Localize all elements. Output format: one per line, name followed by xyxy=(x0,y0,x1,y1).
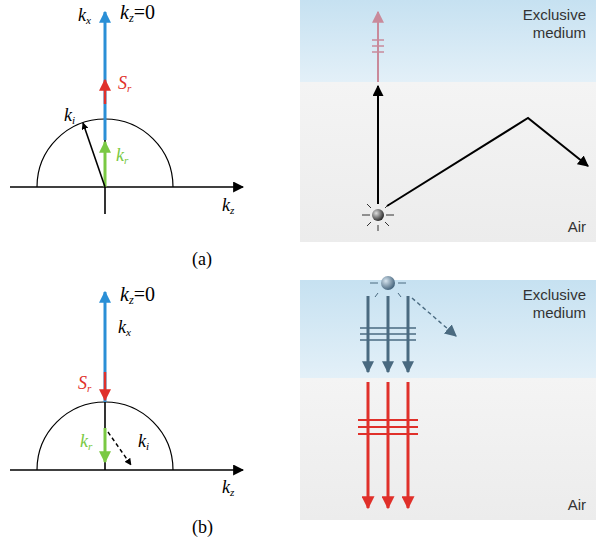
region-label: Air xyxy=(568,218,586,236)
poynting-arrow xyxy=(104,80,107,104)
panel-label: (a) xyxy=(192,250,212,268)
panel-label: (b) xyxy=(192,518,213,536)
medium-band: Exclusive medium xyxy=(300,0,596,82)
wave-bars xyxy=(358,420,418,434)
air-ground xyxy=(300,82,596,242)
poynting-arrow xyxy=(104,372,107,400)
medium-label: Exclusive medium xyxy=(496,286,586,322)
axis-label: kz=0 xyxy=(120,284,155,307)
vector-label: Sr xyxy=(118,74,131,94)
axis-label: kx xyxy=(78,6,91,26)
medium-band: Exclusive medium xyxy=(300,280,596,378)
air-region: Air xyxy=(300,378,596,520)
medium-ground xyxy=(300,280,596,378)
vector-label: ki xyxy=(138,432,149,452)
kz-axis xyxy=(10,469,243,471)
kz-zero-line xyxy=(104,12,107,140)
kz-zero-line xyxy=(104,292,107,402)
kx-axis xyxy=(104,140,106,214)
vector-label: ki xyxy=(64,106,75,126)
reflected-ray xyxy=(387,118,588,206)
emitted-ray xyxy=(377,86,379,204)
light-source xyxy=(362,204,394,231)
transmitted-rays xyxy=(368,382,408,508)
vector-label: Sr xyxy=(78,374,91,394)
refracted-wavevector xyxy=(104,428,107,462)
kz-axis xyxy=(10,186,243,188)
axis-label: kx xyxy=(118,318,131,338)
blocked-ray xyxy=(412,298,456,336)
axis-label: kz xyxy=(222,196,234,216)
wavevector-circle xyxy=(37,402,173,470)
refracted-wavevector xyxy=(104,142,107,187)
wave-bars xyxy=(372,40,384,52)
kx-axis xyxy=(104,402,106,470)
wave-bars xyxy=(360,328,416,340)
incident-wavevector xyxy=(108,432,131,465)
medium-label: Exclusive medium xyxy=(496,6,586,42)
light-source xyxy=(370,276,406,297)
axis-label: kz=0 xyxy=(120,2,155,25)
medium-ground xyxy=(300,0,596,82)
vector-label: kr xyxy=(80,432,92,452)
region-label: Air xyxy=(568,496,586,514)
transmitted-ray xyxy=(377,12,379,82)
axis-label: kz xyxy=(222,478,234,498)
incident-wavevector xyxy=(83,123,105,187)
air-ground xyxy=(300,378,596,520)
vector-label: kr xyxy=(116,146,128,166)
air-region: Air xyxy=(300,82,596,242)
